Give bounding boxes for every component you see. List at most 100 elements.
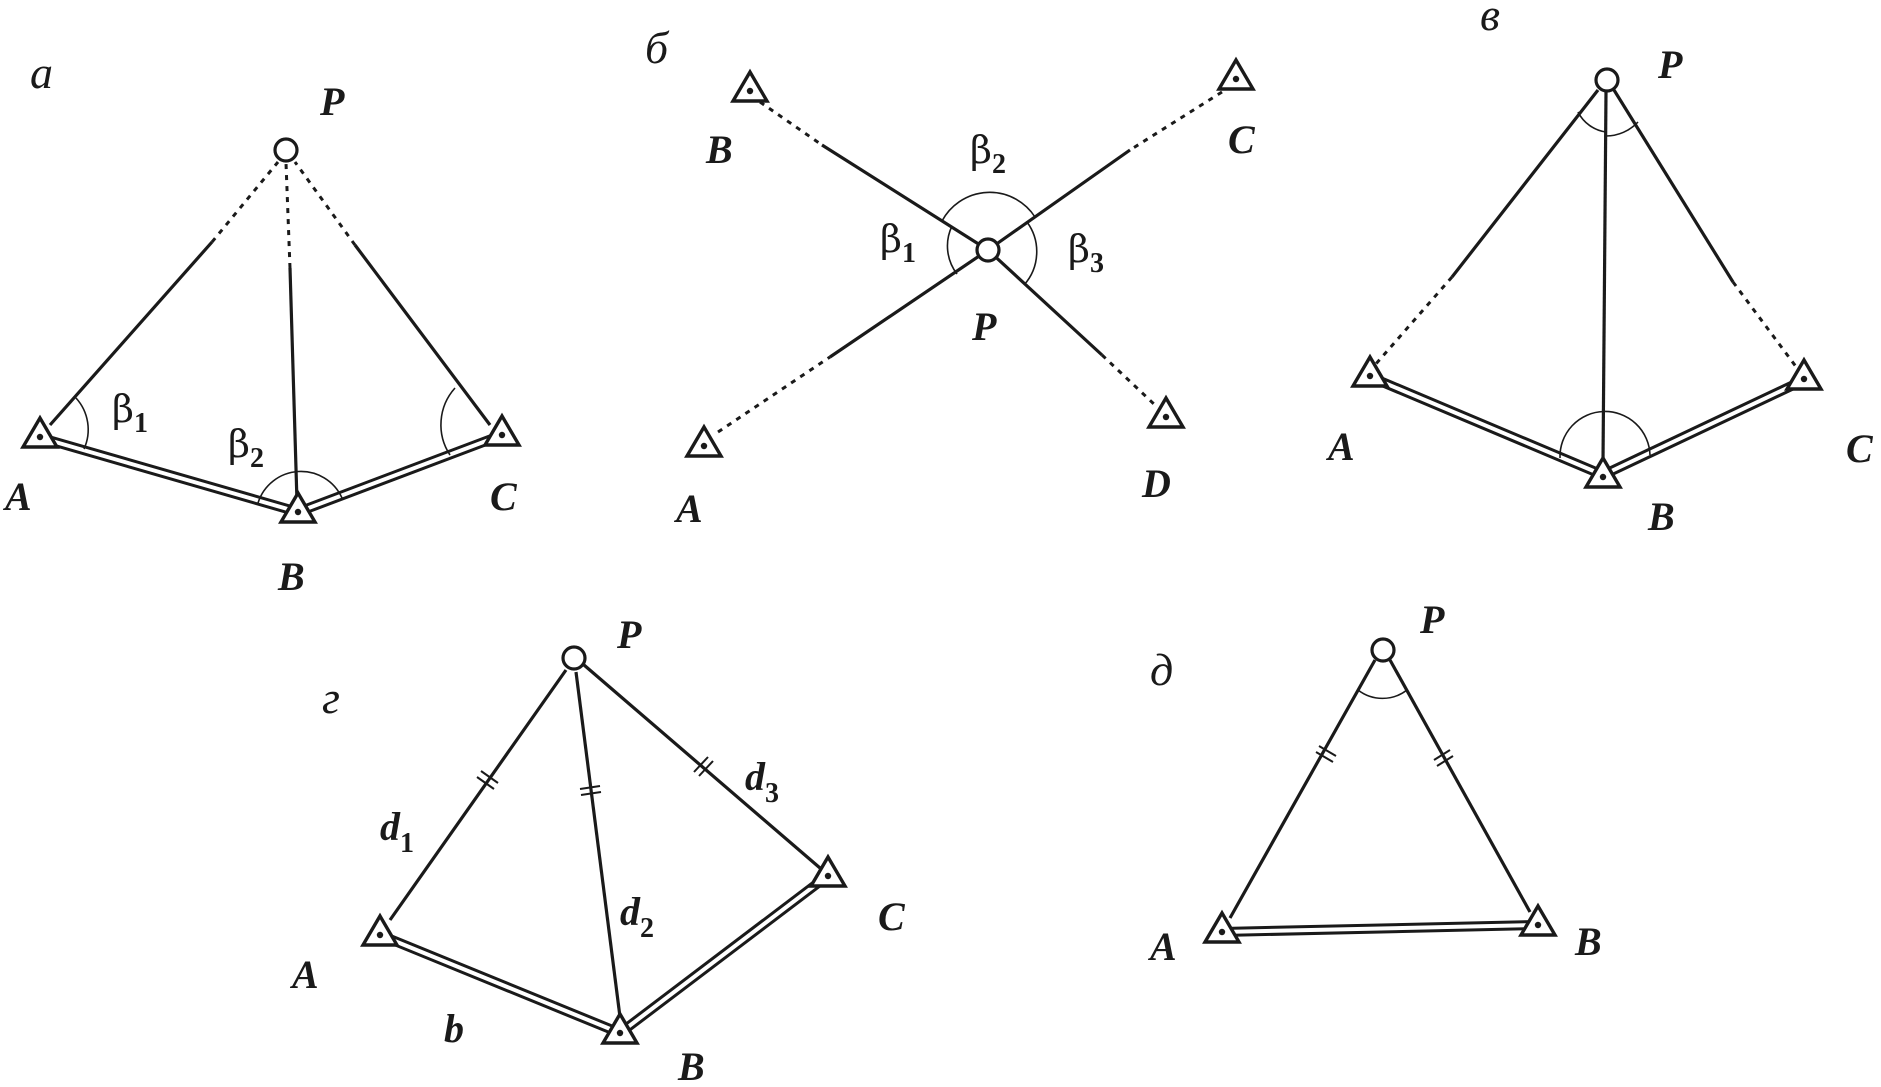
label-b-p: P bbox=[971, 304, 997, 349]
ray-b-ap bbox=[829, 248, 989, 359]
label-d-p: P bbox=[1419, 597, 1445, 642]
ray-v-pc-dashed bbox=[1731, 281, 1799, 369]
label-v-p: P bbox=[1657, 42, 1683, 87]
distance-ticks-d-1 bbox=[1315, 745, 1337, 763]
ray-a-cp-dashed bbox=[293, 161, 357, 246]
panel-letter-b: б bbox=[645, 22, 670, 73]
station-b-a bbox=[684, 423, 724, 458]
station-v-c bbox=[1784, 356, 1824, 391]
baseline-g-bc bbox=[616, 873, 830, 1037]
station-d-a bbox=[1202, 909, 1242, 944]
angle-arc-b-1 bbox=[946, 225, 958, 275]
distance-line-d-1 bbox=[1228, 659, 1377, 919]
station-g-b bbox=[600, 1010, 640, 1045]
distance-label-g-2: d2 bbox=[620, 889, 654, 944]
station-a-b bbox=[278, 489, 318, 524]
ray-a-ap bbox=[48, 240, 214, 427]
point-b-p bbox=[975, 237, 1001, 263]
label-b-a: A bbox=[673, 486, 703, 531]
label-b-b: B bbox=[705, 127, 733, 172]
panel-letter-v: в bbox=[1480, 0, 1500, 40]
station-g-a bbox=[360, 912, 400, 947]
baseline-a-bc bbox=[296, 430, 504, 517]
label-a-a: A bbox=[2, 474, 32, 519]
station-b-d bbox=[1146, 394, 1186, 429]
label-b-d: D bbox=[1141, 461, 1171, 506]
ray-b-b-dashed bbox=[759, 100, 823, 147]
baseline-v-ab bbox=[1366, 371, 1605, 480]
station-b-b bbox=[730, 68, 770, 103]
label-d-b: B bbox=[1574, 919, 1602, 964]
angle-arc-a-1 bbox=[75, 397, 89, 450]
label-v-a: A bbox=[1325, 424, 1355, 469]
panel-letter-d: д bbox=[1150, 644, 1173, 695]
label-b-c: C bbox=[1228, 117, 1256, 162]
label-a-c: C bbox=[490, 474, 518, 519]
point-v-p bbox=[1594, 67, 1620, 93]
angle-arc-a-2 bbox=[257, 470, 343, 504]
label-g-p: P bbox=[616, 612, 642, 657]
distance-line-g-1 bbox=[388, 669, 568, 921]
baseline-d-ab bbox=[1221, 920, 1539, 937]
distance-label-g-1: d1 bbox=[380, 804, 414, 859]
ray-v-pb bbox=[1601, 91, 1608, 463]
label-g-base: b bbox=[444, 1006, 464, 1051]
baseline-g-ab bbox=[378, 930, 622, 1038]
point-a-p bbox=[273, 137, 299, 163]
distance-ticks-d-2 bbox=[1433, 749, 1454, 767]
label-a-b: B bbox=[277, 554, 305, 599]
distance-ticks-g-1 bbox=[476, 770, 499, 790]
ray-b-dp bbox=[986, 248, 1104, 357]
station-d-b bbox=[1518, 902, 1558, 937]
label-v-b: B bbox=[1647, 494, 1675, 539]
distance-ticks-g-2 bbox=[579, 785, 602, 796]
panel-a: а P A B C bbox=[2, 47, 522, 599]
label-g-a: A bbox=[289, 952, 319, 997]
ray-b-d-dashed bbox=[1100, 353, 1157, 407]
baseline-v-bc bbox=[1600, 375, 1807, 480]
angle-arc-b-2 bbox=[941, 191, 1036, 222]
station-a-a bbox=[20, 414, 60, 449]
angle-label-a-1: β1 bbox=[112, 387, 148, 439]
panel-b: б B C A D P β1 β2 β3 bbox=[645, 22, 1256, 531]
label-a-p: P bbox=[319, 79, 345, 124]
distance-ticks-g-3 bbox=[693, 756, 714, 777]
angle-arc-d-p bbox=[1357, 689, 1408, 700]
point-d-p bbox=[1370, 637, 1396, 663]
station-a-c bbox=[482, 412, 522, 447]
distance-line-g-2 bbox=[574, 671, 622, 1018]
panel-d: д P A B bbox=[1147, 597, 1602, 969]
station-v-a bbox=[1350, 353, 1390, 388]
angle-arc-b-3 bbox=[1023, 221, 1038, 286]
label-g-c: C bbox=[878, 894, 906, 939]
distance-line-g-3 bbox=[582, 663, 822, 870]
angle-label-b-2: β2 bbox=[970, 128, 1006, 180]
point-g-p bbox=[561, 645, 587, 671]
ray-a-bp bbox=[288, 267, 299, 503]
station-b-c bbox=[1216, 56, 1256, 91]
ray-v-pa bbox=[1450, 89, 1600, 278]
panel-letter-g: г bbox=[322, 672, 340, 723]
ray-v-pc bbox=[1612, 89, 1735, 283]
angle-label-a-2: β2 bbox=[228, 422, 264, 474]
ray-a-ap-dashed bbox=[210, 161, 280, 243]
angle-label-b-1: β1 bbox=[880, 217, 916, 269]
baseline-a-ab bbox=[36, 432, 300, 517]
station-v-b bbox=[1583, 454, 1623, 489]
panel-letter-a: а bbox=[30, 47, 53, 98]
label-g-b: B bbox=[677, 1044, 705, 1087]
angle-label-b-3: β3 bbox=[1068, 227, 1104, 279]
label-v-c: C bbox=[1846, 426, 1874, 471]
ray-a-cp bbox=[353, 244, 492, 426]
distance-label-g-3: d3 bbox=[745, 754, 779, 809]
ray-b-cp bbox=[987, 148, 1131, 252]
label-d-a: A bbox=[1147, 924, 1177, 969]
station-g-c bbox=[808, 853, 848, 888]
panel-g: г bbox=[289, 612, 906, 1087]
angle-arc-v-3 bbox=[1559, 410, 1651, 459]
angle-arc-a-3 bbox=[440, 387, 456, 456]
ray-b-a-dashed bbox=[717, 355, 831, 434]
ray-v-pa-dashed bbox=[1373, 276, 1454, 366]
panel-v: в P A B C bbox=[1325, 0, 1874, 539]
